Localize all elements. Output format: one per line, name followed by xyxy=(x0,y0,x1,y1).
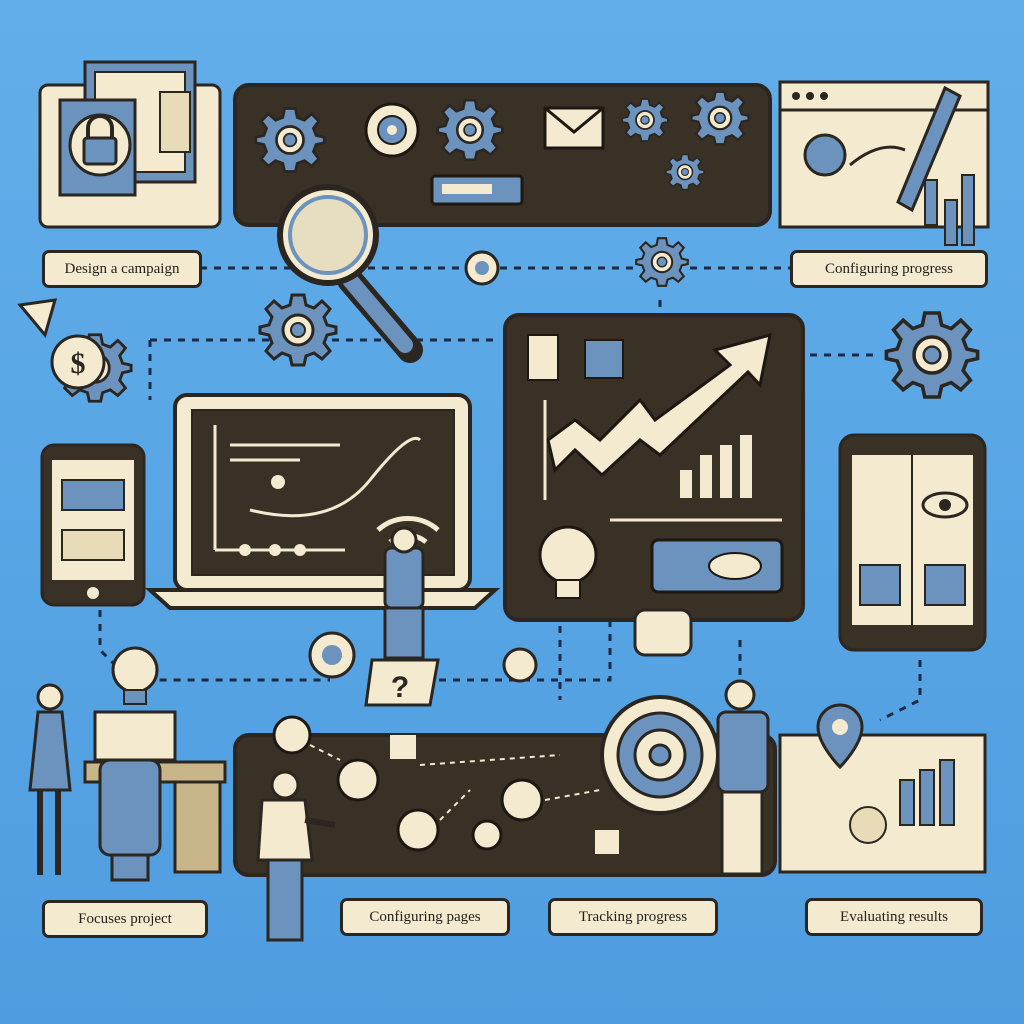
office-desk-scene xyxy=(28,683,227,882)
lightbulb-icon xyxy=(111,646,159,705)
label-configuring-pages: Configuring pages xyxy=(340,898,510,936)
connector-circle-icon xyxy=(464,250,500,286)
infinity-icon xyxy=(502,647,538,683)
question-person: ? xyxy=(364,526,440,707)
label-configuring-progress: Configuring progress xyxy=(790,250,988,288)
mid-tag-icon xyxy=(633,608,693,657)
right-gear-icon xyxy=(884,311,980,399)
results-card-illustration xyxy=(778,703,987,874)
top-tools-panel xyxy=(233,83,772,227)
standing-person xyxy=(716,679,770,876)
location-gear-icon xyxy=(635,237,689,287)
presenter-person xyxy=(256,770,336,942)
label-design-campaign: Design a campaign xyxy=(42,250,202,288)
browser-pen-illustration xyxy=(778,80,990,246)
laptop-chart-illustration xyxy=(144,393,501,610)
label-tracking-progress: Tracking progress xyxy=(548,898,718,936)
question-mark: ? xyxy=(391,671,409,704)
dollar-sign: $ xyxy=(71,347,86,380)
magnifier-icon xyxy=(277,184,423,363)
tablet-illustration xyxy=(838,433,987,652)
phone-illustration xyxy=(40,443,146,607)
mid-circle-icon xyxy=(308,631,356,679)
design-monitor-illustration xyxy=(38,60,222,229)
center-gear-icon xyxy=(258,293,338,367)
money-gear-icon: $ xyxy=(17,298,133,403)
growth-chart-panel xyxy=(503,313,805,622)
label-evaluating-results: Evaluating results xyxy=(805,898,983,936)
target-icon xyxy=(600,695,720,815)
label-focuses-project: Focuses project xyxy=(42,900,208,938)
